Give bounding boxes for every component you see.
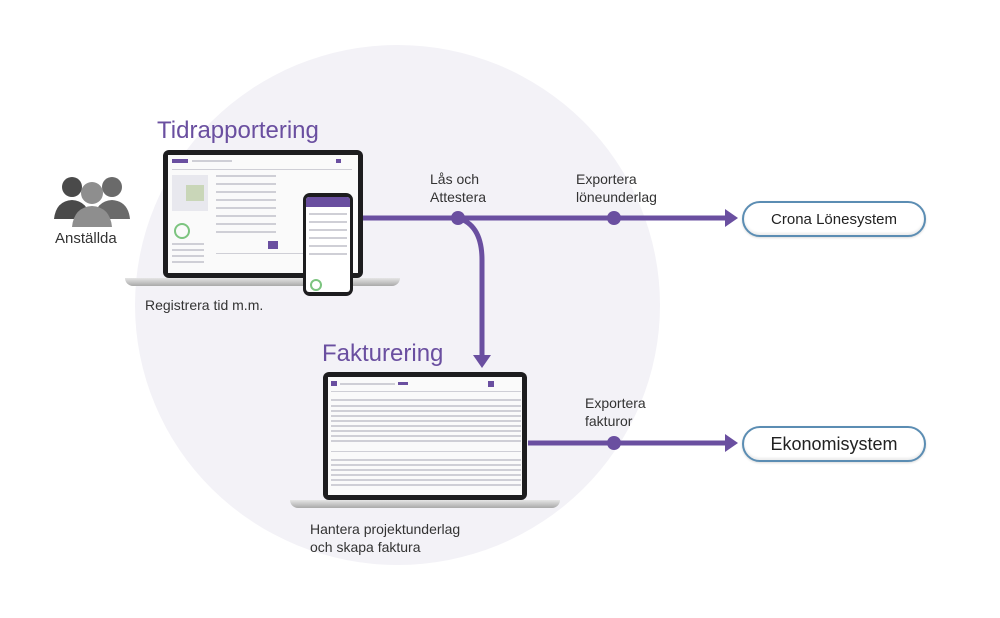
invoicing-caption-line1: Hantera projektunderlag [310,521,461,537]
lock-attest-line1: Lås och [430,171,480,187]
invoicing-arrowhead [473,355,491,368]
export-payroll-line1: Exportera [576,171,637,187]
export-payroll-node [607,211,621,225]
export-invoices-line2: fakturor [585,413,633,429]
invoicing-caption: Hantera projektunderlag och skapa faktur… [310,520,460,556]
export-invoices-label: Exportera fakturor [585,394,646,430]
invoicing-flow-line [457,215,485,357]
payroll-system-box: Crona Lönesystem [742,201,926,237]
invoicing-caption-line2: och skapa faktura [310,539,421,555]
export-payroll-line2: löneunderlag [576,189,657,205]
finance-arrowhead [725,434,738,452]
export-invoices-node [607,436,621,450]
export-payroll-label: Exportera löneunderlag [576,170,657,206]
actor-label: Anställda [55,230,117,247]
export-invoices-line1: Exportera [585,395,646,411]
payroll-system-label: Crona Lönesystem [771,210,897,228]
mobile-phone [303,193,353,296]
invoicing-title: Fakturering [322,340,444,367]
lock-attest-line2: Attestera [430,189,487,205]
time-reporting-title: Tidrapportering [157,117,319,144]
finance-system-label: Ekonomisystem [770,433,898,454]
time-reporting-caption: Registrera tid m.m. [145,297,264,313]
lock-attest-node [451,211,465,225]
people-icon [52,173,132,228]
invoicing-laptop [290,372,560,512]
invoicing-screen [328,377,522,495]
time-reporting-laptop [125,150,400,296]
payroll-arrowhead [725,209,738,227]
finance-system-box: Ekonomisystem [742,426,926,462]
lock-attest-label: Lås och Attestera [430,170,486,206]
